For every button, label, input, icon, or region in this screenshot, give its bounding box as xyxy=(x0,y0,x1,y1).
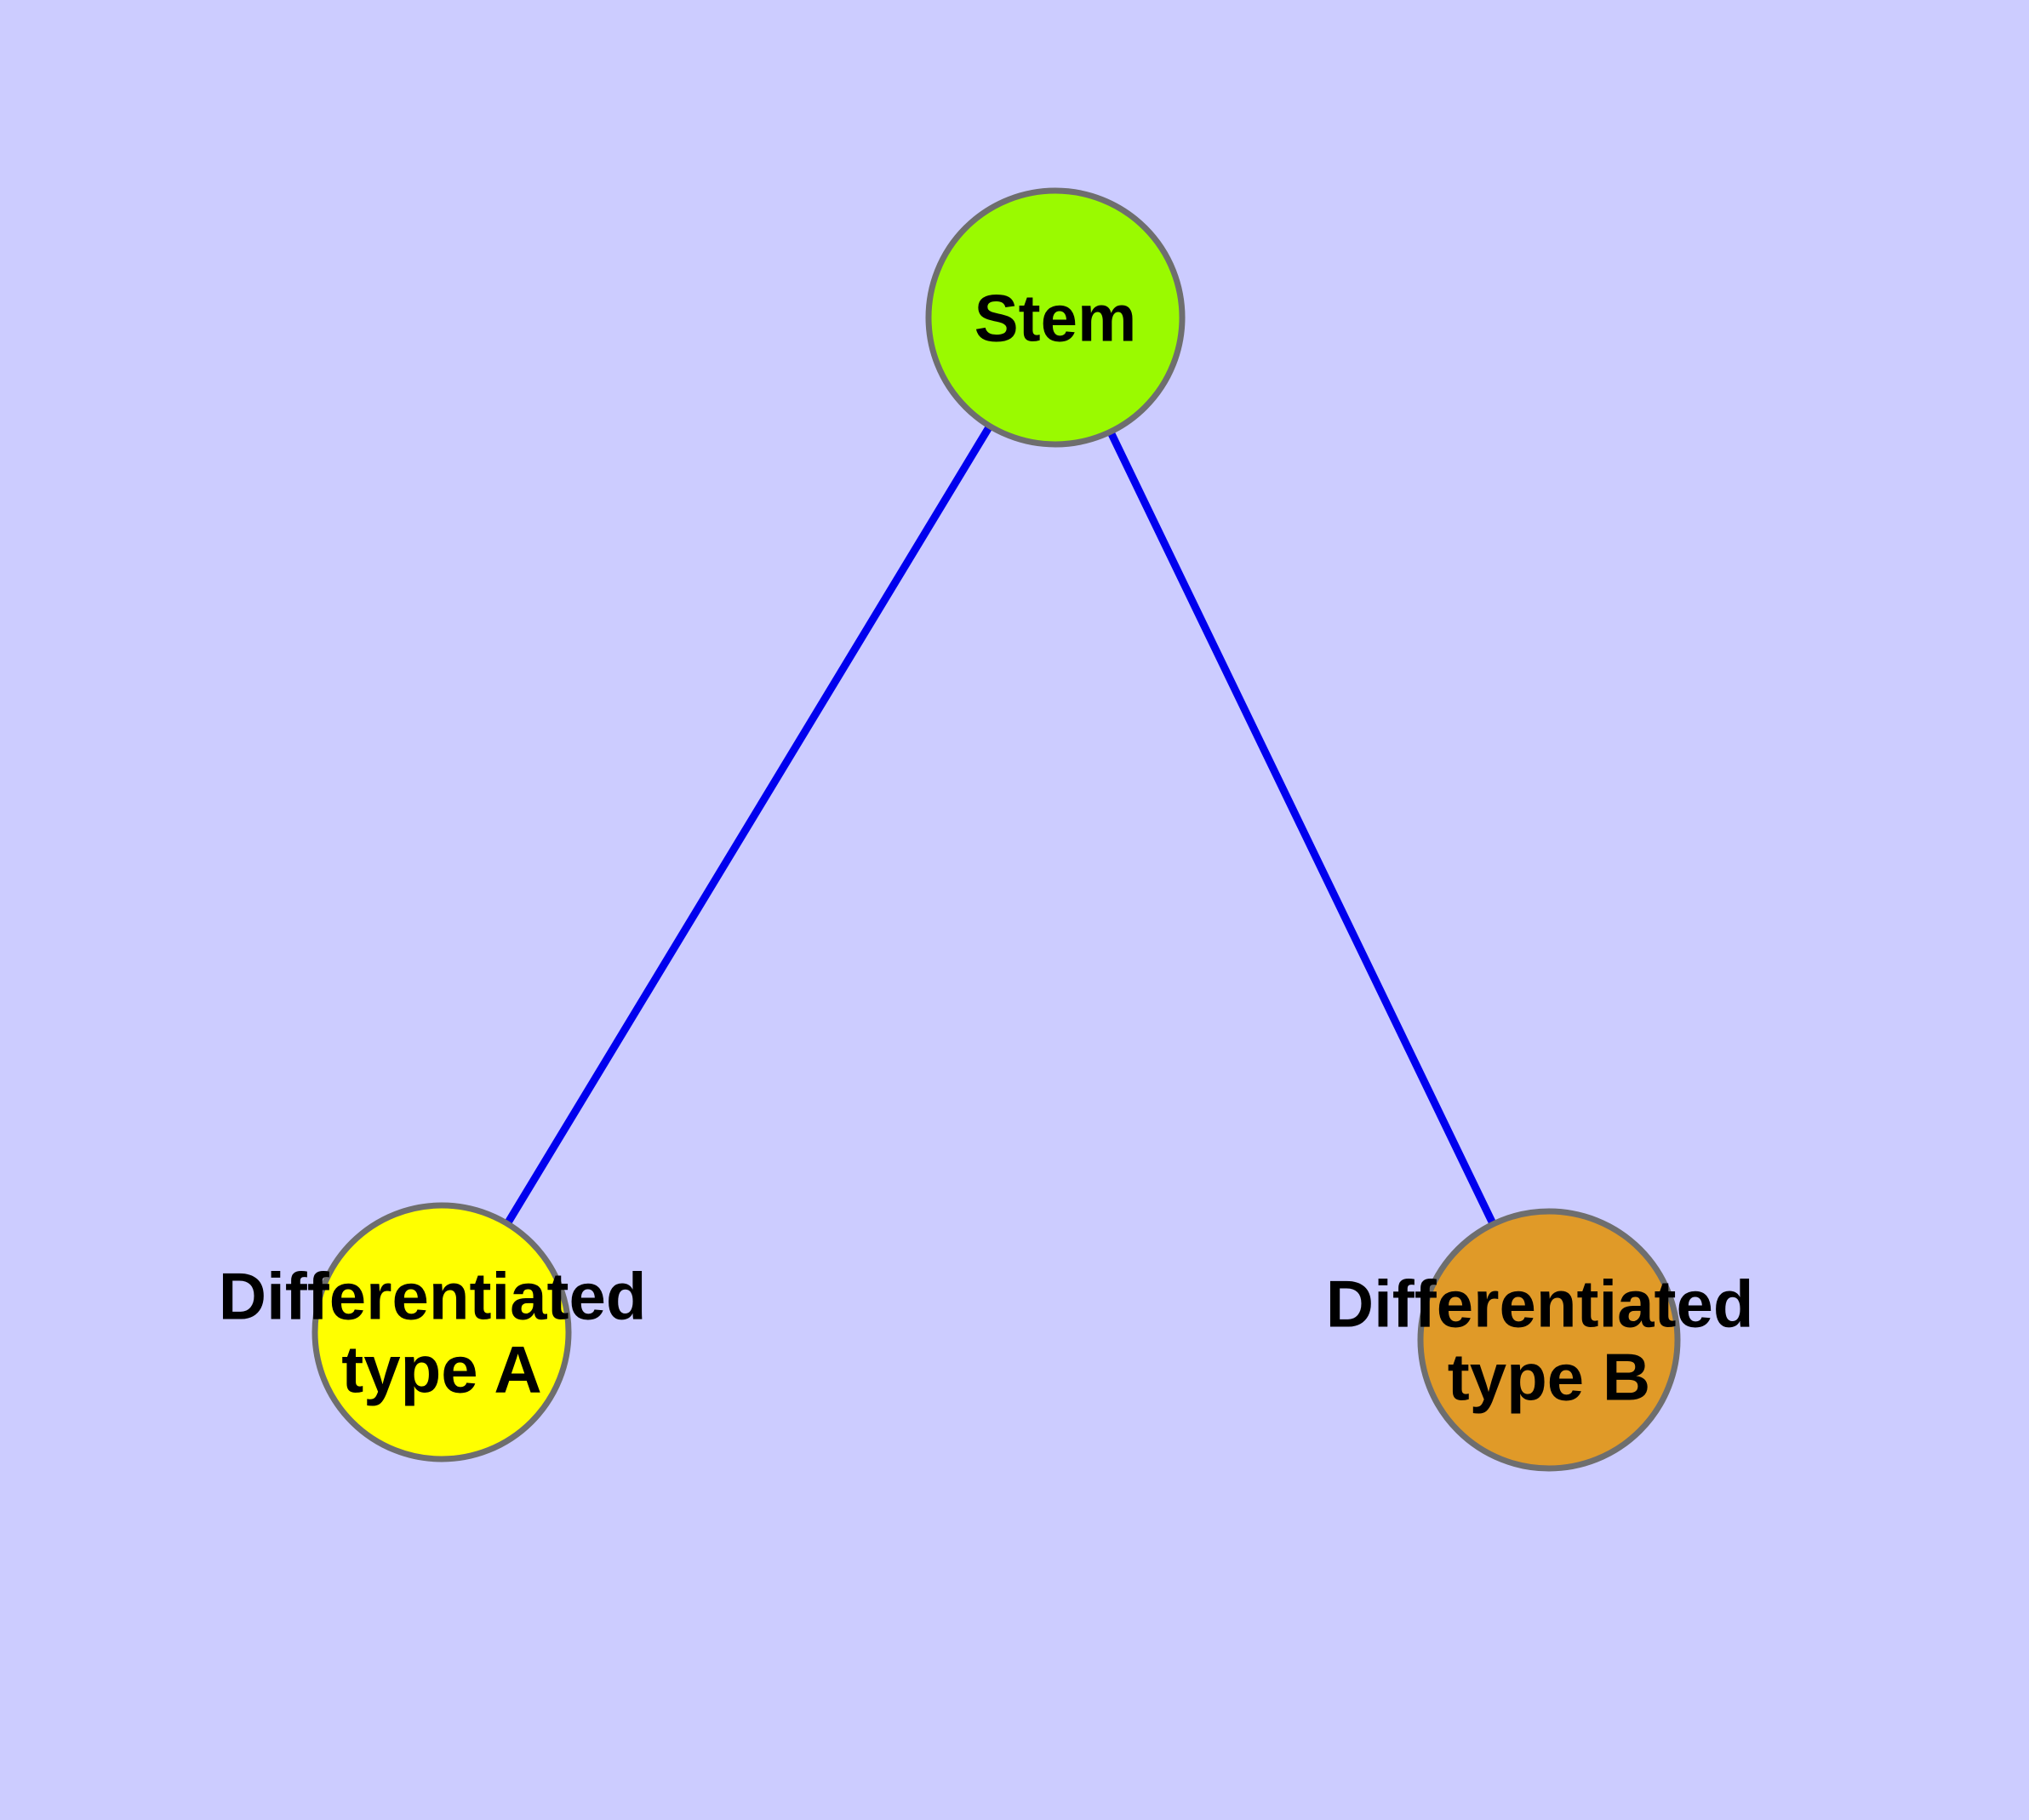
node-diff-a-label-line-1: Differentiated xyxy=(219,1258,647,1333)
node-diff-a-label-line-2: type A xyxy=(341,1331,542,1406)
node-diff-a-label: Differentiated type A xyxy=(219,1258,665,1406)
node-stem-circle[interactable] xyxy=(925,187,1186,448)
node-diff-b-circle[interactable] xyxy=(1417,1208,1681,1472)
node-diff-b-label-line-1: Differentiated xyxy=(1326,1266,1754,1341)
node-diff-a-circle[interactable] xyxy=(311,1202,572,1462)
node-layer xyxy=(311,187,1681,1472)
node-diff-b[interactable] xyxy=(1417,1208,1681,1472)
node-stem-label: Stem xyxy=(974,280,1137,355)
label-layer: Stem Differentiated type A Differentiate… xyxy=(219,280,1772,1414)
edge-stem-to-diff-a[interactable] xyxy=(438,315,1059,1335)
node-stem-label-line-1: Stem xyxy=(974,280,1137,355)
node-diff-b-label-line-2: type B xyxy=(1448,1339,1650,1414)
edge-stem-to-diff-b[interactable] xyxy=(1051,316,1553,1342)
edge-layer xyxy=(438,315,1553,1342)
node-diff-b-label: Differentiated type B xyxy=(1326,1266,1772,1414)
node-diff-a[interactable] xyxy=(311,1202,572,1462)
node-stem[interactable] xyxy=(925,187,1186,448)
